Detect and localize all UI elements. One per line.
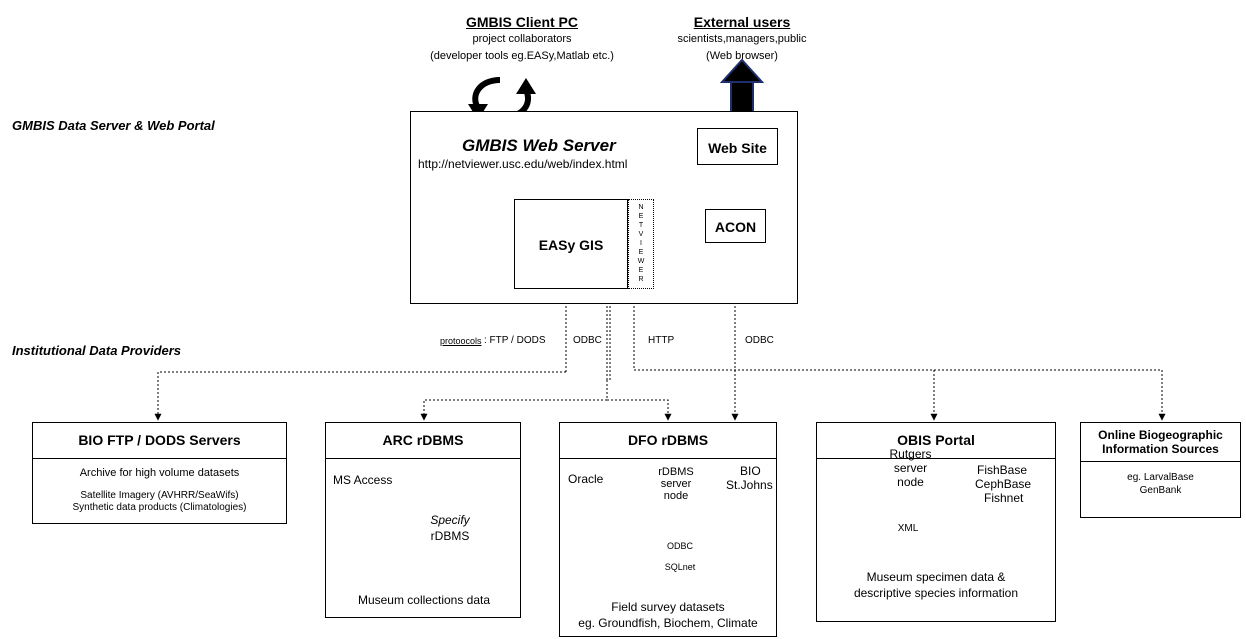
web-server-title: GMBIS Web Server [462,136,616,155]
section-data-server: GMBIS Data Server & Web Portal [12,118,215,133]
external-users-line2: (Web browser) [706,50,778,62]
dfo-stjohns: St.Johns [726,478,773,492]
acon-label: ACON [714,219,757,235]
netviewer-box[interactable]: N E T V I E W E R [628,199,654,289]
dfo-title: DFO rDBMS [560,423,776,459]
http-line [630,289,938,421]
arc-rdbms-box[interactable]: ARC rDBMS MS Access Museum collections d… [325,422,521,618]
protocol-http: HTTP [648,335,675,346]
obis-footer1: Museum specimen data & [866,570,1006,584]
obis-node-2: server [893,461,928,475]
dfo-odbc: ODBC [666,541,693,551]
obis-footer2: descriptive species information [853,586,1019,600]
protocol-ftp: : FTP / DODS [484,335,546,346]
easy-gis-box[interactable]: EASy GIS [514,199,628,289]
dfo-node-1: rDBMS [658,466,694,478]
online-sources-box[interactable]: Online Biogeographic Information Sources… [1080,422,1241,518]
odbc-to-dfo-line [607,399,672,421]
web-server-url: http://netviewer.usc.edu/web/index.html [418,157,628,171]
external-arrow [719,58,765,129]
bio-line2: Satellite Imagery (AVHRR/SeaWifs) [80,490,239,501]
online-line2: GenBank [1139,485,1182,496]
protocol-odbc-1: ODBC [573,335,602,346]
section-providers: Institutional Data Providers [12,343,182,358]
online-title1: Online Biogeographic [1098,428,1223,442]
web-site-label: Web Site [708,140,767,156]
bio-line3: Synthetic data products (Climatologies) [72,502,247,513]
external-users-line1: scientists,managers,public [677,33,807,45]
protocol-odbc-2: ODBC [745,335,774,346]
obis-xml: XML [893,522,923,535]
obis-portal-box[interactable]: OBIS Portal FishBase CephBase Fishnet Mu… [816,422,1056,622]
acon-box[interactable]: ACON [705,209,766,243]
easy-gis-label: EASy GIS [538,237,604,253]
obis-node-3: node [897,475,924,489]
client-pc-line2: (developer tools eg.EASy,Matlab etc.) [430,50,614,62]
dfo-bio: BIO [740,464,761,478]
odbc-to-arc-line [420,399,607,421]
online-header: Online Biogeographic Information Sources [1081,423,1240,462]
arc-specify: Specify [430,513,470,527]
arc-ms-access: MS Access [333,473,393,487]
obis-cephbase: CephBase [975,477,1032,491]
online-line1: eg. LarvalBase [1127,472,1194,483]
client-pc-line1: project collaborators [472,33,572,45]
obis-fishnet: Fishnet [984,491,1024,505]
sync-arrowhead-right [516,78,536,94]
bio-ftp-box[interactable]: BIO FTP / DODS Servers Archive for high … [32,422,287,524]
obis-title: OBIS Portal [817,423,1055,459]
http-to-online-line [934,369,1166,421]
external-users-title: External users [693,14,791,30]
netviewer-letters: N E T V I E W E R [637,204,645,283]
dfo-sqlnet: SQLnet [664,562,696,572]
arc-rdbms: rDBMS [430,529,470,543]
dfo-oracle: Oracle [568,472,604,486]
obis-fishbase: FishBase [977,463,1028,477]
bio-line1: Archive for high volume datasets [79,467,240,479]
protocols-label: protoocols [440,336,482,346]
dfo-footer1: Field survey datasets [611,600,725,614]
online-title2: Information Sources [1102,442,1219,456]
arc-footer: Museum collections data [357,593,491,607]
obis-node-1: Rutgers [889,447,932,461]
ftp-to-bio-line [154,371,566,421]
web-site-box[interactable]: Web Site [697,128,778,165]
client-pc-title: GMBIS Client PC [465,14,578,30]
dfo-node-3: node [663,490,689,502]
arc-title: ARC rDBMS [326,423,520,459]
bio-title: BIO FTP / DODS Servers [33,423,286,459]
dfo-footer2: eg. Groundfish, Biochem, Climate [578,616,758,630]
dfo-rdbms-box[interactable]: DFO rDBMS Oracle BIO St.Johns Field surv… [559,422,777,637]
dfo-node-2: server [660,478,692,490]
